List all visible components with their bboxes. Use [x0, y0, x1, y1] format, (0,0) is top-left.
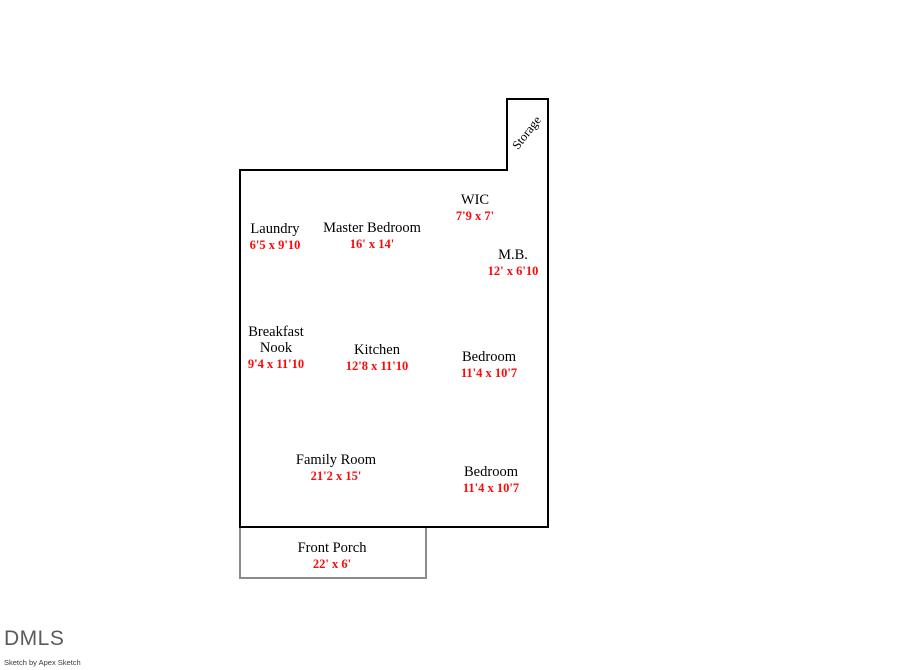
room-label-kitchen: Kitchen 12'8 x 11'10	[346, 342, 409, 373]
storage-outline	[506, 98, 549, 171]
front-porch-outline	[239, 528, 427, 579]
room-name-wic: WIC	[460, 192, 490, 208]
room-name-bedroom-lower: Bedroom	[464, 464, 518, 480]
room-name-family-room: Family Room	[295, 452, 377, 468]
room-label-laundry: Laundry 6'5 x 9'10	[250, 221, 301, 252]
room-dims-family-room: 21'2 x 15'	[310, 469, 362, 484]
room-dims-master-bedroom: 16' x 14'	[349, 237, 395, 252]
room-dims-laundry: 6'5 x 9'10	[249, 238, 301, 253]
room-label-wic: WIC 7'9 x 7'	[456, 192, 494, 223]
room-dims-bedroom-lower: 11'4 x 10'7	[462, 481, 520, 496]
room-name-front-porch: Front Porch	[297, 540, 367, 556]
room-label-master-bedroom: Master Bedroom 16' x 14'	[323, 220, 421, 251]
room-label-breakfast-nook: Breakfast Nook 9'4 x 11'10	[248, 324, 304, 371]
room-dims-breakfast-nook: 9'4 x 11'10	[247, 357, 305, 372]
room-label-bedroom-upper: Bedroom 11'4 x 10'7	[461, 349, 517, 380]
room-name-bedroom-upper: Bedroom	[462, 349, 516, 365]
room-dims-front-porch: 22' x 6'	[312, 557, 352, 572]
sketch-credit: Sketch by Apex Sketch	[4, 658, 81, 667]
dmls-watermark: DMLS	[4, 628, 124, 650]
room-label-bedroom-lower: Bedroom 11'4 x 10'7	[463, 464, 519, 495]
room-name-laundry: Laundry	[250, 221, 300, 237]
room-label-mb: M.B. 12' x 6'10	[488, 247, 539, 278]
room-name-mb: M.B.	[498, 247, 528, 263]
room-label-front-porch: Front Porch 22' x 6'	[298, 540, 367, 571]
room-dims-wic: 7'9 x 7'	[455, 209, 495, 224]
room-dims-bedroom-upper: 11'4 x 10'7	[460, 366, 518, 381]
room-name-kitchen: Kitchen	[354, 342, 400, 358]
room-dims-mb: 12' x 6'10	[487, 264, 539, 279]
room-name-master-bedroom: Master Bedroom	[323, 220, 421, 236]
room-dims-kitchen: 12'8 x 11'10	[345, 359, 409, 374]
dmls-watermark-text: DMLS	[4, 628, 65, 650]
main-building-outline	[239, 169, 549, 528]
storage-wall-seam	[508, 167, 547, 170]
room-label-family-room: Family Room 21'2 x 15'	[296, 452, 376, 483]
room-name-breakfast-nook: Breakfast Nook	[248, 324, 304, 357]
